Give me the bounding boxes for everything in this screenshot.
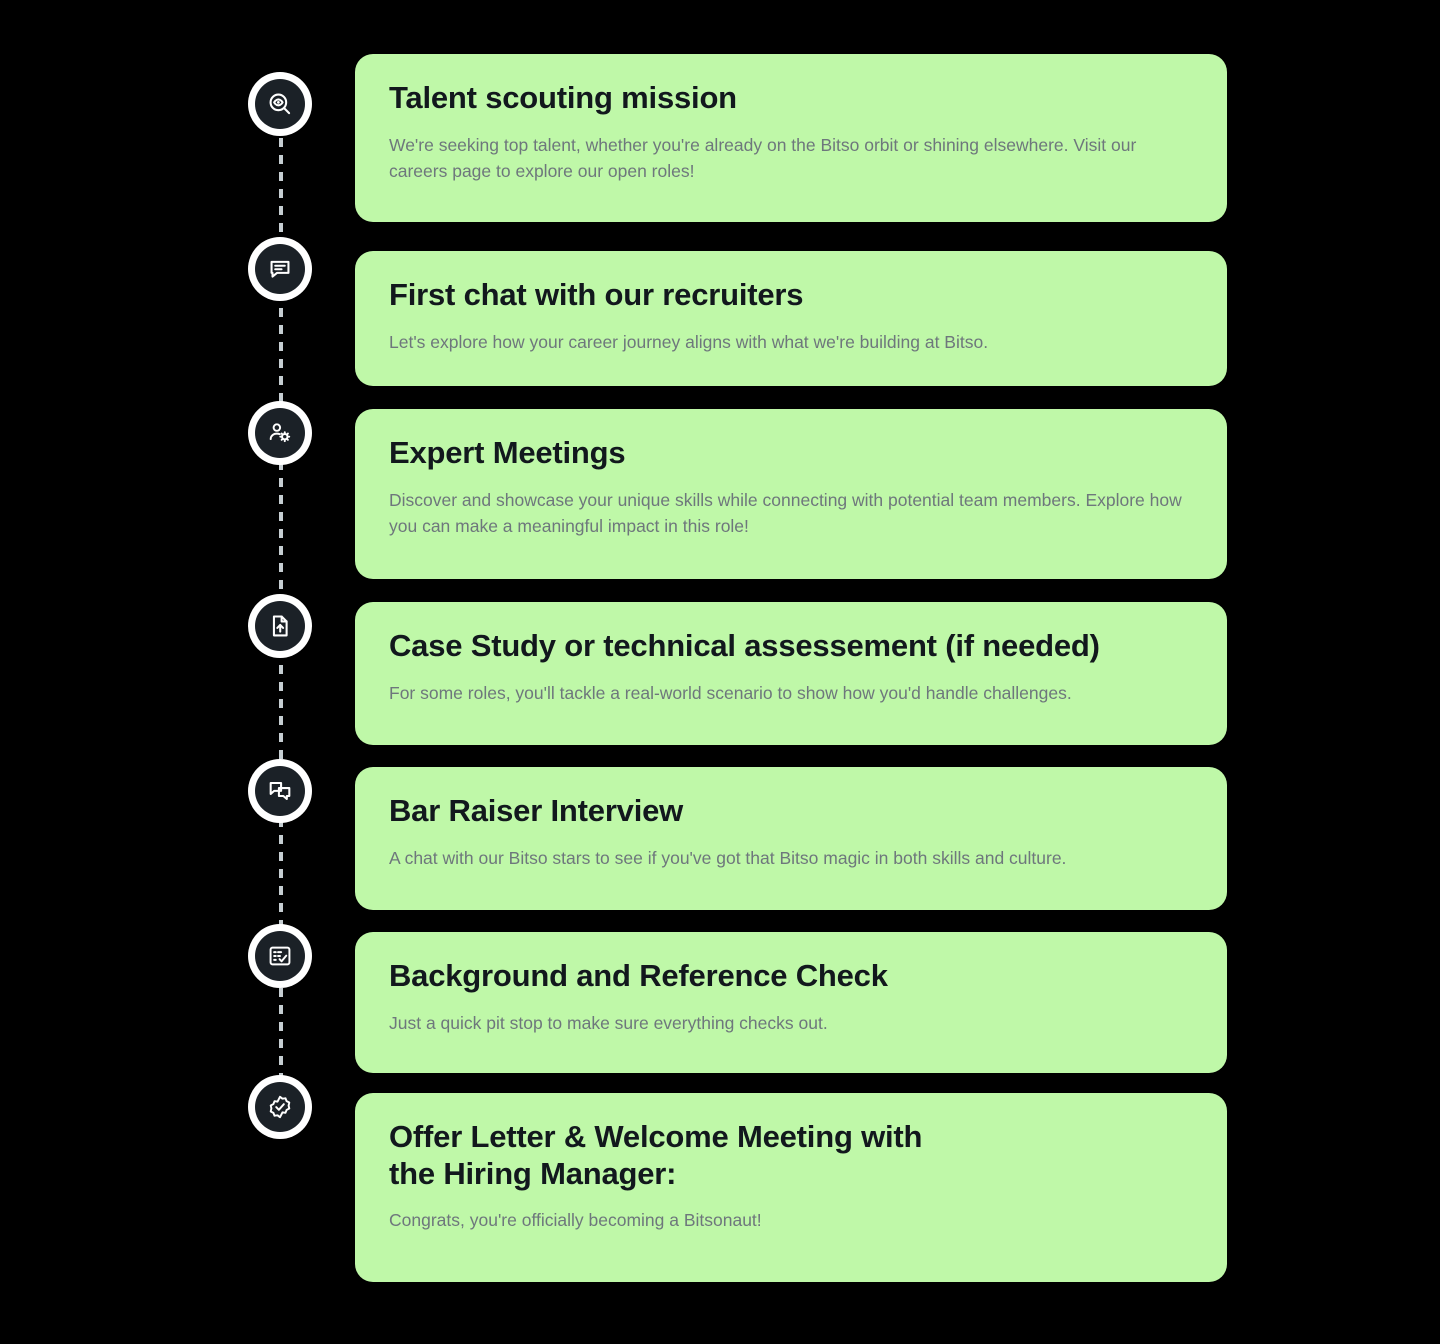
- timeline-card-4[interactable]: Case Study or technical assessement (if …: [355, 602, 1227, 745]
- double-chat-bubble-icon: [255, 766, 305, 816]
- timeline-card-5[interactable]: Bar Raiser Interview A chat with our Bit…: [355, 767, 1227, 910]
- timeline-marker-4[interactable]: [248, 594, 312, 658]
- timeline-card-1[interactable]: Talent scouting mission We're seeking to…: [355, 54, 1227, 222]
- timeline-card-description: Discover and showcase your unique skills…: [389, 489, 1182, 537]
- timeline-marker-5[interactable]: [248, 759, 312, 823]
- timeline-card-title: Background and Reference Check: [389, 958, 888, 993]
- timeline-marker-2[interactable]: [248, 237, 312, 301]
- timeline-card-title: Talent scouting mission: [389, 80, 737, 115]
- timeline-card-title: Case Study or technical assessement (if …: [389, 628, 1100, 663]
- timeline-card-title: Offer Letter & Welcome Meeting with the …: [389, 1119, 923, 1191]
- timeline-marker-6[interactable]: [248, 924, 312, 988]
- timeline-card-description: Congrats, you're officially becoming a B…: [389, 1210, 762, 1231]
- verified-badge-icon: [255, 1082, 305, 1132]
- timeline-card-title: Expert Meetings: [389, 435, 626, 470]
- timeline-card-3[interactable]: Expert Meetings Discover and showcase yo…: [355, 409, 1227, 579]
- timeline-marker-3[interactable]: [248, 401, 312, 465]
- timeline-card-7[interactable]: Offer Letter & Welcome Meeting with the …: [355, 1093, 1227, 1282]
- timeline-card-description: Let's explore how your career journey al…: [389, 331, 989, 352]
- timeline-card-title: First chat with our recruiters: [389, 277, 804, 312]
- chat-bubble-icon: [255, 244, 305, 294]
- timeline-marker-1[interactable]: [248, 72, 312, 136]
- timeline-card-2[interactable]: First chat with our recruiters Let's exp…: [355, 251, 1227, 386]
- timeline-card-title: Bar Raiser Interview: [389, 793, 684, 828]
- eye-in-magnifier-icon: [255, 79, 305, 129]
- checklist-icon: [255, 931, 305, 981]
- timeline-marker-7[interactable]: [248, 1075, 312, 1139]
- timeline-card-description: Just a quick pit stop to make sure every…: [389, 1012, 828, 1033]
- user-gear-icon: [255, 408, 305, 458]
- timeline-card-description: For some roles, you'll tackle a real-wor…: [389, 682, 1072, 703]
- timeline-card-6[interactable]: Background and Reference Check Just a qu…: [355, 932, 1227, 1073]
- document-upload-icon: [255, 601, 305, 651]
- timeline-card-description: We're seeking top talent, whether you're…: [389, 134, 1137, 182]
- timeline-card-description: A chat with our Bitso stars to see if yo…: [389, 847, 1067, 868]
